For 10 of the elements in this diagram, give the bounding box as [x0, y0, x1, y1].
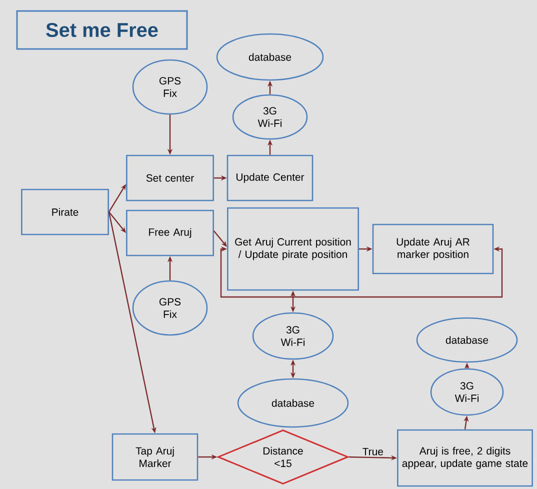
- process-box: Aruj is free, 2 digits appear, update game state: [397, 429, 533, 487]
- title-box: Set me Free: [16, 10, 188, 50]
- process-box: Update Aruj AR marker position: [372, 224, 494, 274]
- process-box: Set center: [126, 154, 214, 202]
- process-box: Free Aruj: [126, 210, 214, 256]
- process-box: Pirate: [21, 188, 109, 236]
- process-box: Tap Aruj Marker: [112, 433, 198, 481]
- process-box: Update Center: [226, 154, 314, 202]
- arrow: [220, 246, 503, 298]
- process-box: Get Aruj Current position / Update pirate position: [227, 207, 359, 291]
